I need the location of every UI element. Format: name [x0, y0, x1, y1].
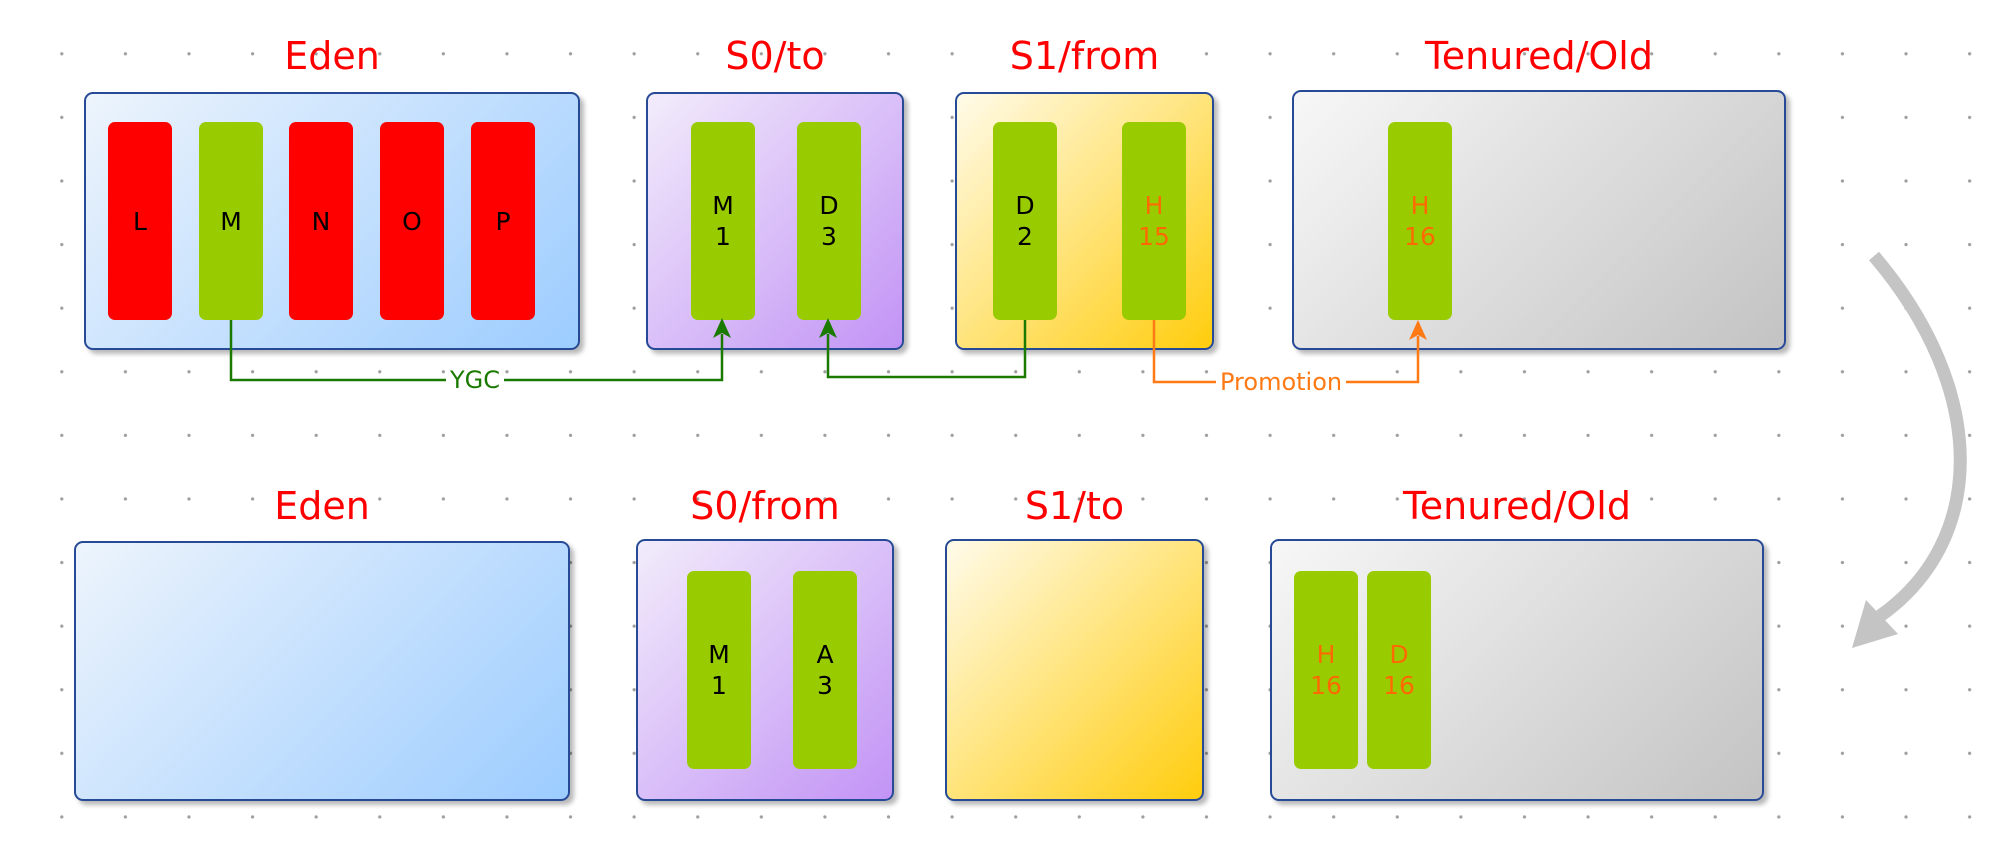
object-name: H	[1410, 191, 1430, 220]
old-object: H 16	[1388, 122, 1452, 320]
survivor-object: D 3	[797, 122, 861, 320]
old-object: D 16	[1367, 571, 1431, 769]
object-age: 3	[817, 671, 833, 700]
object-name: P	[495, 206, 511, 236]
before-s0-title: S0/to	[725, 34, 825, 78]
before-s1-title: S1/from	[1009, 34, 1160, 78]
ygc-arrowhead	[713, 318, 731, 338]
object-name: D	[819, 191, 839, 220]
transition-arrow	[1869, 251, 1967, 622]
eden-object: P	[471, 122, 535, 320]
survivor-object: A 3	[793, 571, 857, 769]
ygc-label: YGC	[446, 366, 505, 394]
before-eden-region: L M N O P	[84, 92, 580, 350]
after-eden-region	[74, 541, 570, 801]
eden-object: M	[199, 122, 263, 320]
old-object: H 16	[1294, 571, 1358, 769]
before-s0-region: M 1 D 3	[646, 92, 904, 350]
survivor-object: M 1	[691, 122, 755, 320]
object-name: M	[220, 206, 242, 236]
transition-arrowhead	[1852, 600, 1898, 648]
object-name: D	[1015, 191, 1035, 220]
survivor-copy-arrowhead	[819, 318, 837, 338]
after-s1-title: S1/to	[1024, 484, 1125, 528]
object-age: 15	[1138, 222, 1170, 251]
object-name: H	[1316, 640, 1336, 669]
object-age: 16	[1310, 671, 1342, 700]
eden-object: N	[289, 122, 353, 320]
object-age: 3	[821, 222, 837, 251]
object-name: N	[311, 206, 331, 236]
object-name: D	[1389, 640, 1409, 669]
eden-object: O	[380, 122, 444, 320]
eden-object: L	[108, 122, 172, 320]
object-age: 1	[711, 671, 727, 700]
survivor-object: D 2	[993, 122, 1057, 320]
promotion-label: Promotion	[1216, 368, 1347, 396]
object-name: M	[708, 640, 730, 669]
object-age: 16	[1404, 222, 1436, 251]
object-name: L	[133, 206, 147, 236]
before-eden-title: Eden	[284, 34, 380, 78]
after-s1-region	[945, 539, 1204, 801]
after-s0-title: S0/from	[690, 484, 840, 528]
promotion-arrowhead	[1409, 320, 1427, 340]
object-name: O	[402, 206, 422, 236]
before-s1-region: D 2 H 15	[955, 92, 1214, 350]
object-age: 1	[715, 222, 731, 251]
object-name: H	[1144, 191, 1164, 220]
object-age: 16	[1383, 671, 1415, 700]
after-old-region: H 16 D 16	[1270, 539, 1764, 801]
before-old-region: H 16	[1292, 90, 1786, 350]
after-s0-region: M 1 A 3	[636, 539, 894, 801]
survivor-object: M 1	[687, 571, 751, 769]
object-name: M	[712, 191, 734, 220]
object-name: A	[816, 640, 834, 669]
survivor-copy-connector	[826, 320, 1027, 379]
before-old-title: Tenured/Old	[1425, 34, 1653, 78]
after-old-title: Tenured/Old	[1403, 484, 1631, 528]
survivor-object: H 15	[1122, 122, 1186, 320]
object-age: 2	[1017, 222, 1033, 251]
after-eden-title: Eden	[274, 484, 370, 528]
